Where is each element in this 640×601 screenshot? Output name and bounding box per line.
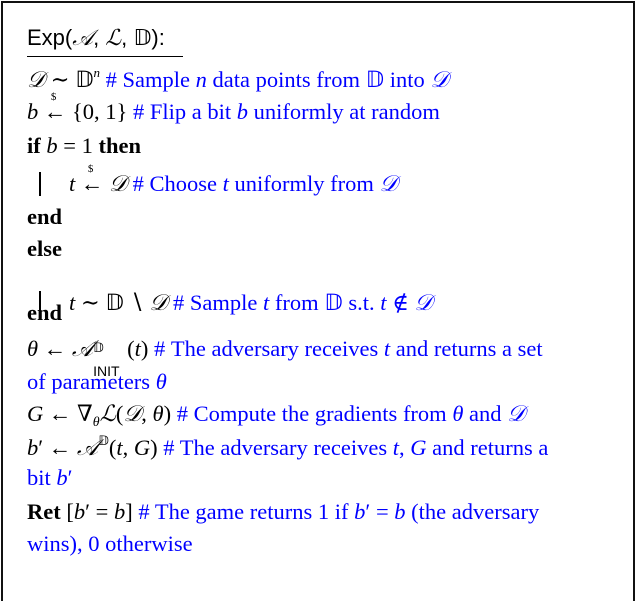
comment: # The game returns 1 if b′ = b (the adve…: [138, 499, 540, 524]
comment-continuation: wins), 0 otherwise: [27, 531, 193, 556]
line-if: if b = 1 then: [27, 133, 141, 158]
line-compute-gradients: G ← ∇θℒ(𝒟, θ) # Compute the gradients fr…: [27, 401, 526, 430]
line-end: end: [27, 204, 63, 229]
comment: # Flip a bit b uniformly at random: [132, 99, 440, 124]
comment-continuation: bit b′: [27, 465, 73, 490]
comment-continuation: of parameters θ: [27, 369, 167, 394]
comment: # Sample t from 𝔻 s.t. t ∉ 𝒟: [172, 289, 433, 316]
line-choose-t: t ←$ 𝒟 # Choose t uniformly from 𝒟: [27, 164, 640, 197]
comment: # The adversary receives t, G and return…: [163, 435, 549, 460]
comment: # Sample n data points from 𝔻 into 𝒟: [105, 67, 449, 93]
line-end: end: [27, 300, 63, 325]
experiment-title: Exp(𝒜, ℒ, 𝔻):: [27, 27, 183, 57]
line-flip-bit: b ←$ {0, 1} # Flip a bit b uniformly at …: [27, 91, 440, 124]
block-bar: [39, 290, 41, 315]
line-sample-t: t ∼ 𝔻 ∖ 𝒟 # Sample t from 𝔻 s.t. t ∉ 𝒟: [27, 289, 640, 316]
block-bar: [39, 172, 41, 196]
comment: # The adversary receives t and returns a…: [154, 336, 543, 361]
comment: # Compute the gradients from θ and 𝒟: [176, 401, 526, 427]
line-sample-dataset: 𝒟 ∼ 𝔻n # Sample n data points from 𝔻 int…: [27, 65, 449, 93]
line-else: else: [27, 236, 62, 261]
line-return: Ret [b′ = b] # The game returns 1 if b′ …: [27, 499, 540, 524]
comment: # Choose t uniformly from 𝒟: [132, 171, 398, 197]
line-adversary-guess: b′ ← 𝒜𝔻(t, G) # The adversary receives t…: [27, 434, 549, 461]
